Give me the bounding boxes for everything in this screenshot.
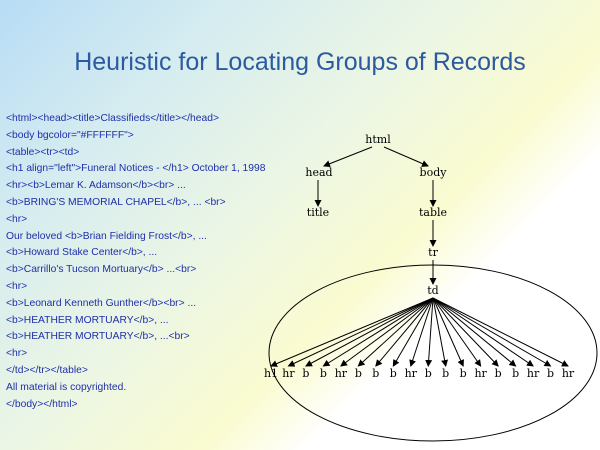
code-line: <b>Carrillo's Tucson Mortuary</b> ...<br…	[6, 264, 197, 276]
edge-td-leaf	[432, 297, 517, 367]
tree-edges	[314, 146, 437, 285]
code-line: <hr>	[6, 280, 28, 292]
edge-td-leaf	[392, 297, 434, 367]
leaf-node-b: b	[460, 367, 467, 380]
leaf-node-hr: hr	[474, 367, 487, 380]
leaf-node-hr: hr	[335, 367, 348, 380]
leaf-node-b: b	[355, 367, 362, 380]
leaf-node-b: b	[442, 367, 449, 380]
code-line: <body bgcolor="#FFFFFF">	[6, 129, 134, 141]
edge-td-leaf	[340, 297, 434, 367]
code-line: <b>BRING'S MEMORIAL CHAPEL</b>, ... <br>	[6, 196, 226, 208]
code-line: <h1 align="left">Funeral Notices - </h1>…	[6, 163, 266, 175]
node-html: html	[365, 133, 391, 146]
leaf-node-b: b	[547, 367, 554, 380]
node-title: title	[307, 206, 329, 219]
leaf-edges	[270, 297, 569, 367]
code-line: </td></tr></table>	[6, 364, 88, 376]
code-line: <hr>	[6, 213, 28, 225]
leaf-node-b: b	[425, 367, 432, 380]
edge-td-leaf	[432, 297, 499, 367]
edge-td-leaf	[425, 297, 434, 367]
leaf-node-hr: hr	[282, 367, 295, 380]
node-tr: tr	[428, 246, 438, 259]
code-line: <b>Howard Stake Center</b>, ...	[6, 247, 158, 259]
edge-td-leaf	[287, 297, 434, 367]
code-line: <hr><b>Lemar K. Adamson</b><br> ...	[6, 180, 186, 192]
code-line: All material is copyrighted.	[6, 381, 127, 393]
leaf-node-hr: hr	[562, 367, 575, 380]
code-line: Our beloved <b>Brian Fielding Frost</b>,…	[6, 230, 207, 242]
leaf-node-hr: hr	[405, 367, 418, 380]
code-line: <hr>	[6, 348, 28, 360]
leaf-node-b: b	[320, 367, 327, 380]
edge-td-leaf	[432, 297, 552, 367]
leaf-node-b: b	[512, 367, 519, 380]
edge-td-leaf	[322, 297, 434, 367]
edge-td-leaf	[432, 297, 449, 367]
node-head: head	[305, 166, 332, 179]
edge-td-leaf	[375, 297, 434, 367]
edge-td-leaf	[305, 297, 434, 367]
node-table: table	[419, 206, 447, 219]
leaf-node-b: b	[495, 367, 502, 380]
code-line: <b>Leonard Kenneth Gunther</b><br> ...	[6, 297, 197, 309]
code-line: <table><tr><td>	[6, 146, 80, 158]
edge-html-head	[323, 146, 373, 168]
code-line: <html><head><title>Classifieds</title></…	[6, 113, 219, 124]
code-line: </body></html>	[6, 398, 78, 410]
leaf-node-hr: hr	[527, 367, 540, 380]
node-body: body	[420, 166, 448, 179]
edge-td-leaf	[432, 297, 534, 367]
code-line: <b>HEATHER MORTUARY</b>, ...<br>	[6, 331, 190, 343]
edge-td-leaf	[432, 297, 569, 367]
edge-html-body	[383, 146, 429, 167]
edge-td-leaf	[432, 297, 482, 367]
leaf-node-b: b	[372, 367, 379, 380]
edge-td-leaf	[270, 297, 434, 367]
edge-td-leaf	[432, 297, 464, 367]
edge-td-leaf	[409, 297, 434, 367]
edge-td-leaf	[357, 297, 434, 367]
slide-title: Heuristic for Locating Groups of Records	[74, 48, 526, 76]
node-td: td	[427, 284, 438, 297]
leaf-node-b: b	[302, 367, 309, 380]
leaf-node-b: b	[390, 367, 397, 380]
code-line: <b>HEATHER MORTUARY</b>, ...	[6, 314, 169, 326]
html-code-listing: <html><head><title>Classifieds</title></…	[6, 111, 311, 413]
leaf-node-h1: h1	[264, 367, 278, 380]
